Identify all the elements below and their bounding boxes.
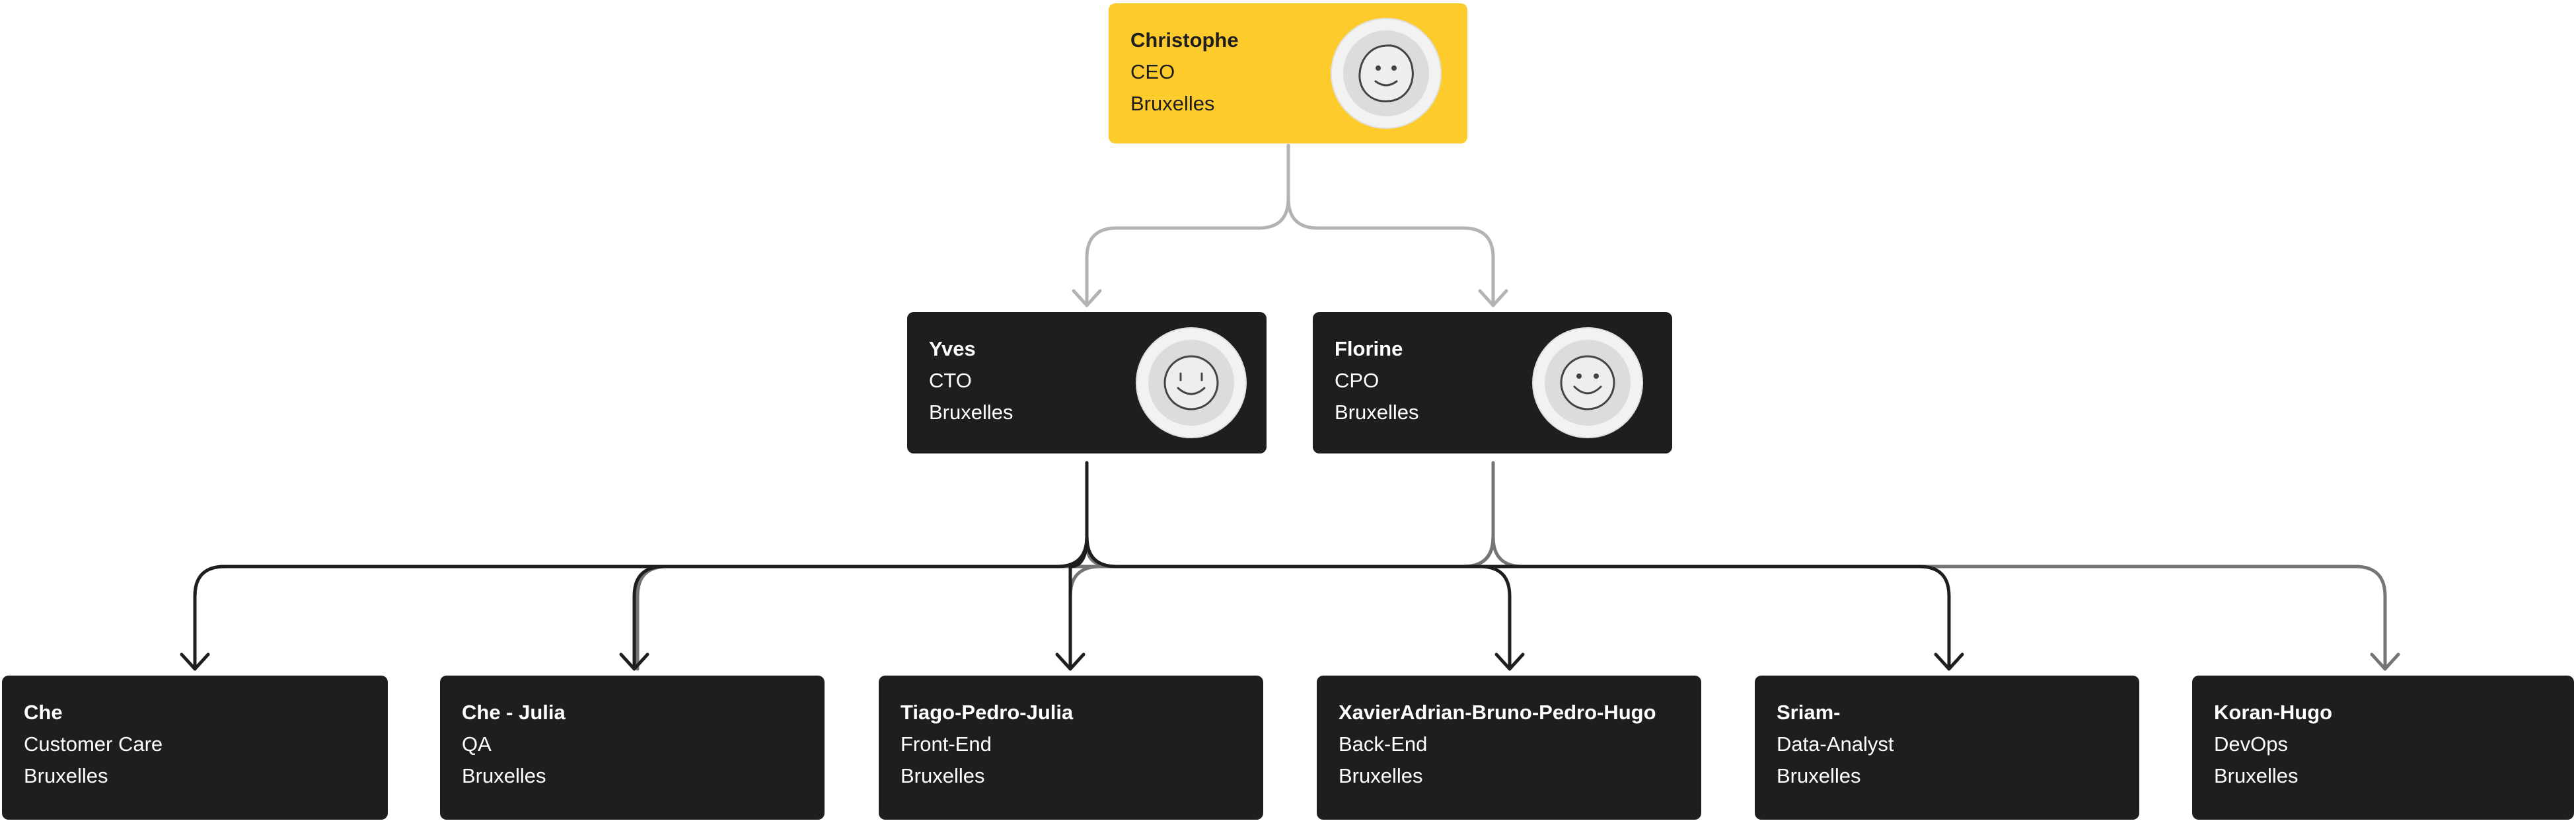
smiley-face-icon xyxy=(1163,355,1219,411)
team-city: Bruxelles xyxy=(1339,764,1423,787)
team-name: Che - Julia xyxy=(462,701,566,724)
team-name: Che xyxy=(24,701,63,724)
team-name: Tiago-Pedro-Julia xyxy=(901,701,1074,724)
manager-card-cpo[interactable]: Florine CPO Bruxelles xyxy=(1313,312,1672,453)
team-card-customer-care[interactable]: Che Customer Care Bruxelles xyxy=(2,676,388,820)
avatar xyxy=(1532,327,1643,438)
manager-city: Bruxelles xyxy=(1335,401,1419,424)
team-role: Back-End xyxy=(1339,732,1428,756)
manager-role: CTO xyxy=(929,369,972,392)
ceo-card[interactable]: Christophe CEO Bruxelles xyxy=(1109,3,1467,143)
manager-name: Florine xyxy=(1335,337,1403,360)
team-card-data-analyst[interactable]: Sriam- Data-Analyst Bruxelles xyxy=(1755,676,2139,820)
manager-city: Bruxelles xyxy=(929,401,1013,424)
connector-ceo-to-cpo xyxy=(1286,143,1495,306)
manager-name: Yves xyxy=(929,337,976,360)
avatar xyxy=(1331,18,1442,129)
team-card-devops[interactable]: Koran-Hugo DevOps Bruxelles xyxy=(2192,676,2574,820)
team-city: Bruxelles xyxy=(1777,764,1861,787)
team-card-front-end[interactable]: Tiago-Pedro-Julia Front-End Bruxelles xyxy=(879,676,1263,820)
team-city: Bruxelles xyxy=(2214,764,2299,787)
smiley-face-icon xyxy=(1358,44,1414,102)
avatar xyxy=(1136,327,1247,438)
ceo-name: Christophe xyxy=(1130,28,1239,52)
ceo-role: CEO xyxy=(1130,60,1175,83)
ceo-city: Bruxelles xyxy=(1130,92,1215,115)
manager-role: CPO xyxy=(1335,369,1380,392)
team-role: QA xyxy=(462,732,492,756)
team-card-back-end[interactable]: XavierAdrian-Bruno-Pedro-Hugo Back-End B… xyxy=(1317,676,1701,820)
manager-card-cto[interactable]: Yves CTO Bruxelles xyxy=(907,312,1267,453)
team-name: XavierAdrian-Bruno-Pedro-Hugo xyxy=(1339,701,1656,724)
team-name: Sriam- xyxy=(1777,701,1841,724)
team-city: Bruxelles xyxy=(462,764,546,787)
team-card-qa[interactable]: Che - Julia QA Bruxelles xyxy=(440,676,825,820)
smiley-face-icon xyxy=(1560,355,1615,411)
team-role: Front-End xyxy=(901,732,992,756)
team-role: Customer Care xyxy=(24,732,163,756)
team-city: Bruxelles xyxy=(901,764,985,787)
team-role: DevOps xyxy=(2214,732,2288,756)
team-name: Koran-Hugo xyxy=(2214,701,2333,724)
team-role: Data-Analyst xyxy=(1777,732,1894,756)
team-city: Bruxelles xyxy=(24,764,108,787)
connector-ceo-to-cto xyxy=(1085,143,1290,306)
